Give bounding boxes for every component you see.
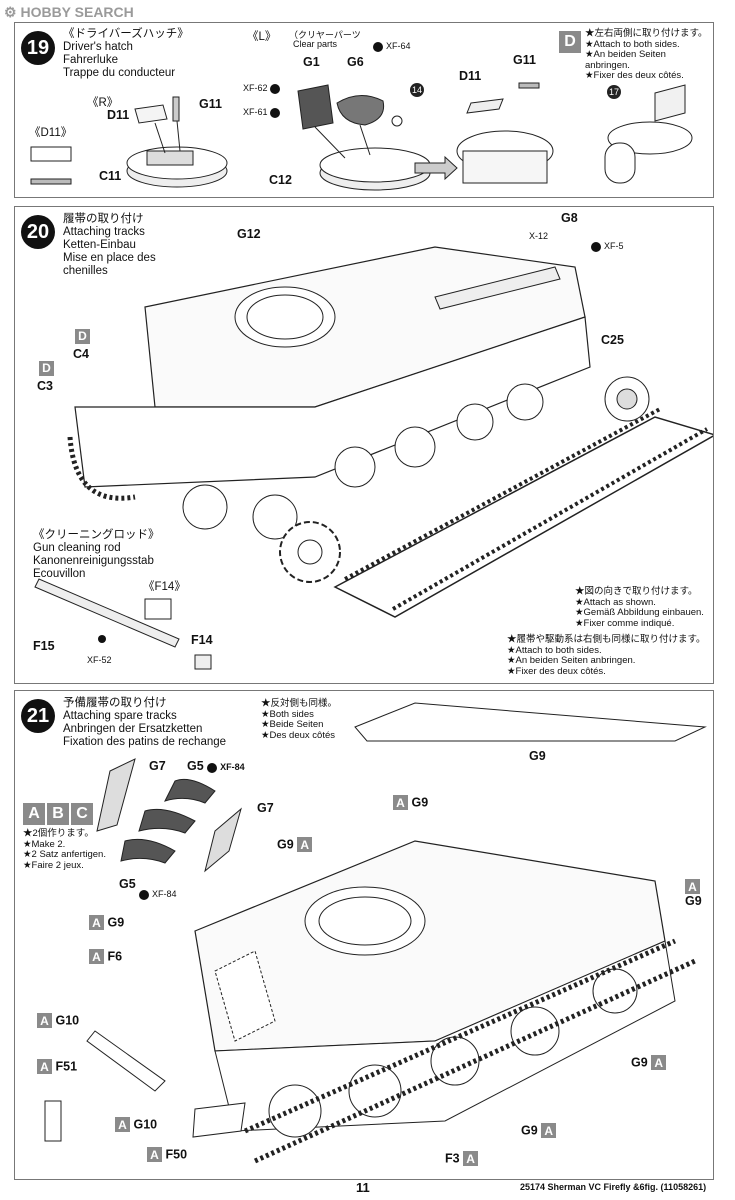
title-jp: 《ドライバーズハッチ》 — [63, 28, 189, 40]
part-g12: G12 — [237, 227, 261, 241]
box-d-a: D — [75, 327, 90, 345]
step-20-illustration — [34, 246, 713, 670]
title-fr: Trappe du conducteur — [63, 67, 176, 79]
title-en: Driver's hatch — [63, 41, 133, 53]
part-g11-b: G11 — [513, 53, 536, 67]
title-fr: Fixation des patins de rechange — [63, 736, 227, 748]
step-19-panel: 19 《ドライバーズハッチ》 Driver's hatch Fahrerluke… — [14, 22, 714, 198]
part-c3: C3 — [37, 379, 53, 393]
paint-xf62: XF-62 — [243, 83, 283, 94]
part-c12: C12 — [269, 173, 292, 187]
paint-dot-icon — [270, 107, 281, 118]
step-number-20: 20 — [21, 215, 55, 249]
clear-parts-en: Clear parts — [293, 39, 338, 49]
part-g9-5: G9 A — [631, 1055, 667, 1070]
title-jp: 履帯の取り付け — [63, 213, 144, 225]
clear-parts-jp: （クリヤーパーツ — [289, 30, 361, 40]
sub-d11: 《D11》 — [29, 127, 73, 139]
part-g5-a: G5 XF-84 — [187, 759, 245, 773]
paint-xf84-b: XF-84 — [139, 889, 177, 900]
step-20-panel: 20 履帯の取り付け Attaching tracks Ketten-Einba… — [14, 206, 714, 684]
step-number-19: 19 — [21, 31, 55, 65]
paint-dot-icon — [139, 889, 149, 900]
part-f15: F15 — [33, 639, 55, 653]
part-c25: C25 — [601, 333, 624, 347]
part-g9-2: G9 A — [277, 837, 313, 852]
paint-xf52: XF-52 — [87, 655, 112, 665]
part-g10-b: A G10 — [115, 1117, 157, 1132]
part-g7-a: G7 — [149, 759, 166, 773]
part-g1: G1 — [303, 55, 320, 69]
sub-r: 《R》 — [87, 97, 119, 109]
part-f51: A F51 — [37, 1059, 77, 1074]
title-en: Attaching spare tracks — [63, 710, 177, 722]
step-20-note-1: ★図の向きで取り付けます。 ★Attach as shown. ★Gemäß A… — [575, 586, 704, 629]
part-g9-top: G9 — [529, 749, 546, 763]
part-g9-6: G9 A — [521, 1123, 557, 1138]
paint-dot-icon — [270, 83, 281, 94]
part-c4: C4 — [73, 347, 89, 361]
step-number-21: 21 — [21, 699, 55, 733]
title-de: Anbringen der Ersatzketten — [63, 723, 203, 735]
paint-xf61: XF-61 — [243, 107, 283, 118]
product-code: 25174 Sherman VC Firefly &6fig. (1105826… — [520, 1182, 707, 1192]
title-jp: 予備履帯の取り付け — [63, 697, 167, 709]
part-f3: F3 A — [445, 1151, 479, 1166]
part-g11: G11 — [199, 97, 222, 111]
box-d-b: D — [39, 359, 54, 377]
step-19-box-d: D — [559, 31, 583, 53]
part-g9-1: A G9 — [393, 795, 428, 810]
ref-14: 14 — [410, 83, 424, 97]
sub-l: 《L》 — [247, 31, 277, 43]
step-19-illustration — [30, 82, 693, 191]
part-f6: A F6 — [89, 949, 122, 964]
both-sides-note: ★反対側も同様。 ★Both sides ★Beide Seiten ★Des … — [261, 698, 338, 741]
paint-xf64: XF-64 — [373, 41, 411, 52]
paint-dot-icon — [591, 241, 601, 252]
step-21-title: 予備履帯の取り付け Attaching spare tracks Anbring… — [63, 697, 226, 749]
sub-f14: 《F14》 — [143, 581, 186, 593]
title-de: Fahrerluke — [63, 54, 118, 66]
make-two-note: ★2個作ります。 ★Make 2. ★2 Satz anfertigen. ★F… — [23, 828, 106, 871]
watermark-text: HOBBY SEARCH — [20, 4, 134, 20]
paint-xf5: XF-5 — [591, 241, 624, 252]
part-g7-b: G7 — [257, 801, 274, 815]
part-g9-4: A G9 — [89, 915, 124, 930]
cleaning-rod-heading: 《クリーニングロッド》 Gun cleaning rod Kanonenrein… — [33, 529, 160, 580]
step-21-illustration — [44, 702, 707, 1164]
step-19-title: 《ドライバーズハッチ》 Driver's hatch Fahrerluke Tr… — [63, 28, 189, 80]
part-c11: C11 — [99, 169, 122, 183]
watermark-logo: ⚙ HOBBY SEARCH — [4, 4, 134, 20]
paint-dot-icon — [373, 41, 383, 52]
paint-x12: X-12 — [529, 231, 549, 241]
part-g5-b: G5 — [119, 877, 136, 891]
ref-17: 17 — [607, 85, 621, 99]
part-g6: G6 — [347, 55, 364, 69]
step-20-title: 履帯の取り付け Attaching tracks Ketten-Einbau M… — [63, 213, 173, 278]
title-fr: Mise en place des chenilles — [63, 252, 156, 277]
step-20-note-2: ★履帯や駆動系は右側も同様に取り付けます。 ★Attach to both si… — [507, 634, 706, 677]
part-g10-a: A G10 — [37, 1013, 79, 1028]
page-number: 11 — [356, 1180, 370, 1195]
part-f14: F14 — [191, 633, 213, 647]
part-d11: D11 — [107, 108, 130, 122]
paint-dot-icon — [207, 762, 218, 773]
title-en: Attaching tracks — [63, 226, 145, 238]
step-19-note: ★左右両側に取り付けます。 ★Attach to both sides. ★An… — [585, 28, 708, 81]
title-de: Ketten-Einbau — [63, 239, 136, 251]
part-f50: A F50 — [147, 1147, 187, 1162]
part-g8: G8 — [561, 211, 578, 225]
step-21-panel: 21 予備履帯の取り付け Attaching spare tracks Anbr… — [14, 690, 714, 1180]
part-d11-b: D11 — [459, 69, 482, 83]
